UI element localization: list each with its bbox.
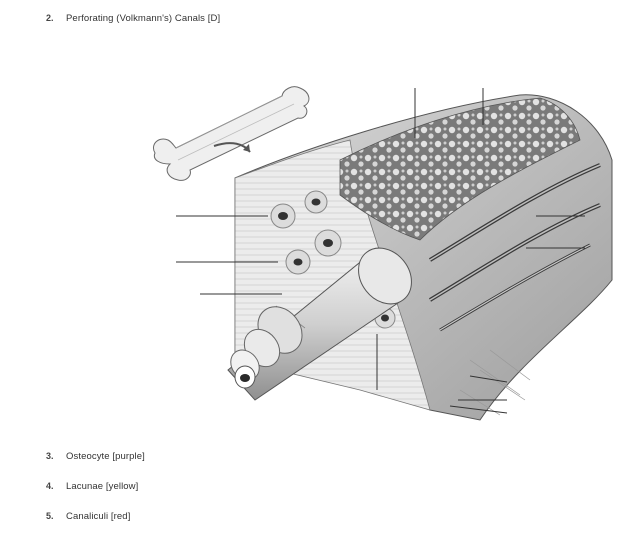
list-item-osteocyte: 3. Osteocyte [purple] (46, 451, 145, 462)
list-item-lacunae: 4. Lacunae [yellow] (46, 481, 138, 492)
list-number: 2. (46, 13, 54, 23)
osteon-cylinder (227, 247, 412, 401)
list-number: 3. (46, 451, 54, 461)
list-item-perforating-canals: 2. Perforating (Volkmann's) Canals [D] (46, 13, 220, 24)
long-bone-icon (153, 86, 310, 181)
list-text: Canaliculi [red] (66, 511, 131, 522)
list-number: 4. (46, 481, 54, 491)
list-text: Lacunae [yellow] (66, 481, 139, 492)
list-item-canaliculi: 5. Canaliculi [red] (46, 511, 130, 522)
list-text: Osteocyte [purple] (66, 451, 145, 462)
list-text: Perforating (Volkmann's) Canals [D] (66, 13, 221, 24)
leader-lines (176, 88, 585, 414)
list-number: 5. (46, 511, 54, 521)
